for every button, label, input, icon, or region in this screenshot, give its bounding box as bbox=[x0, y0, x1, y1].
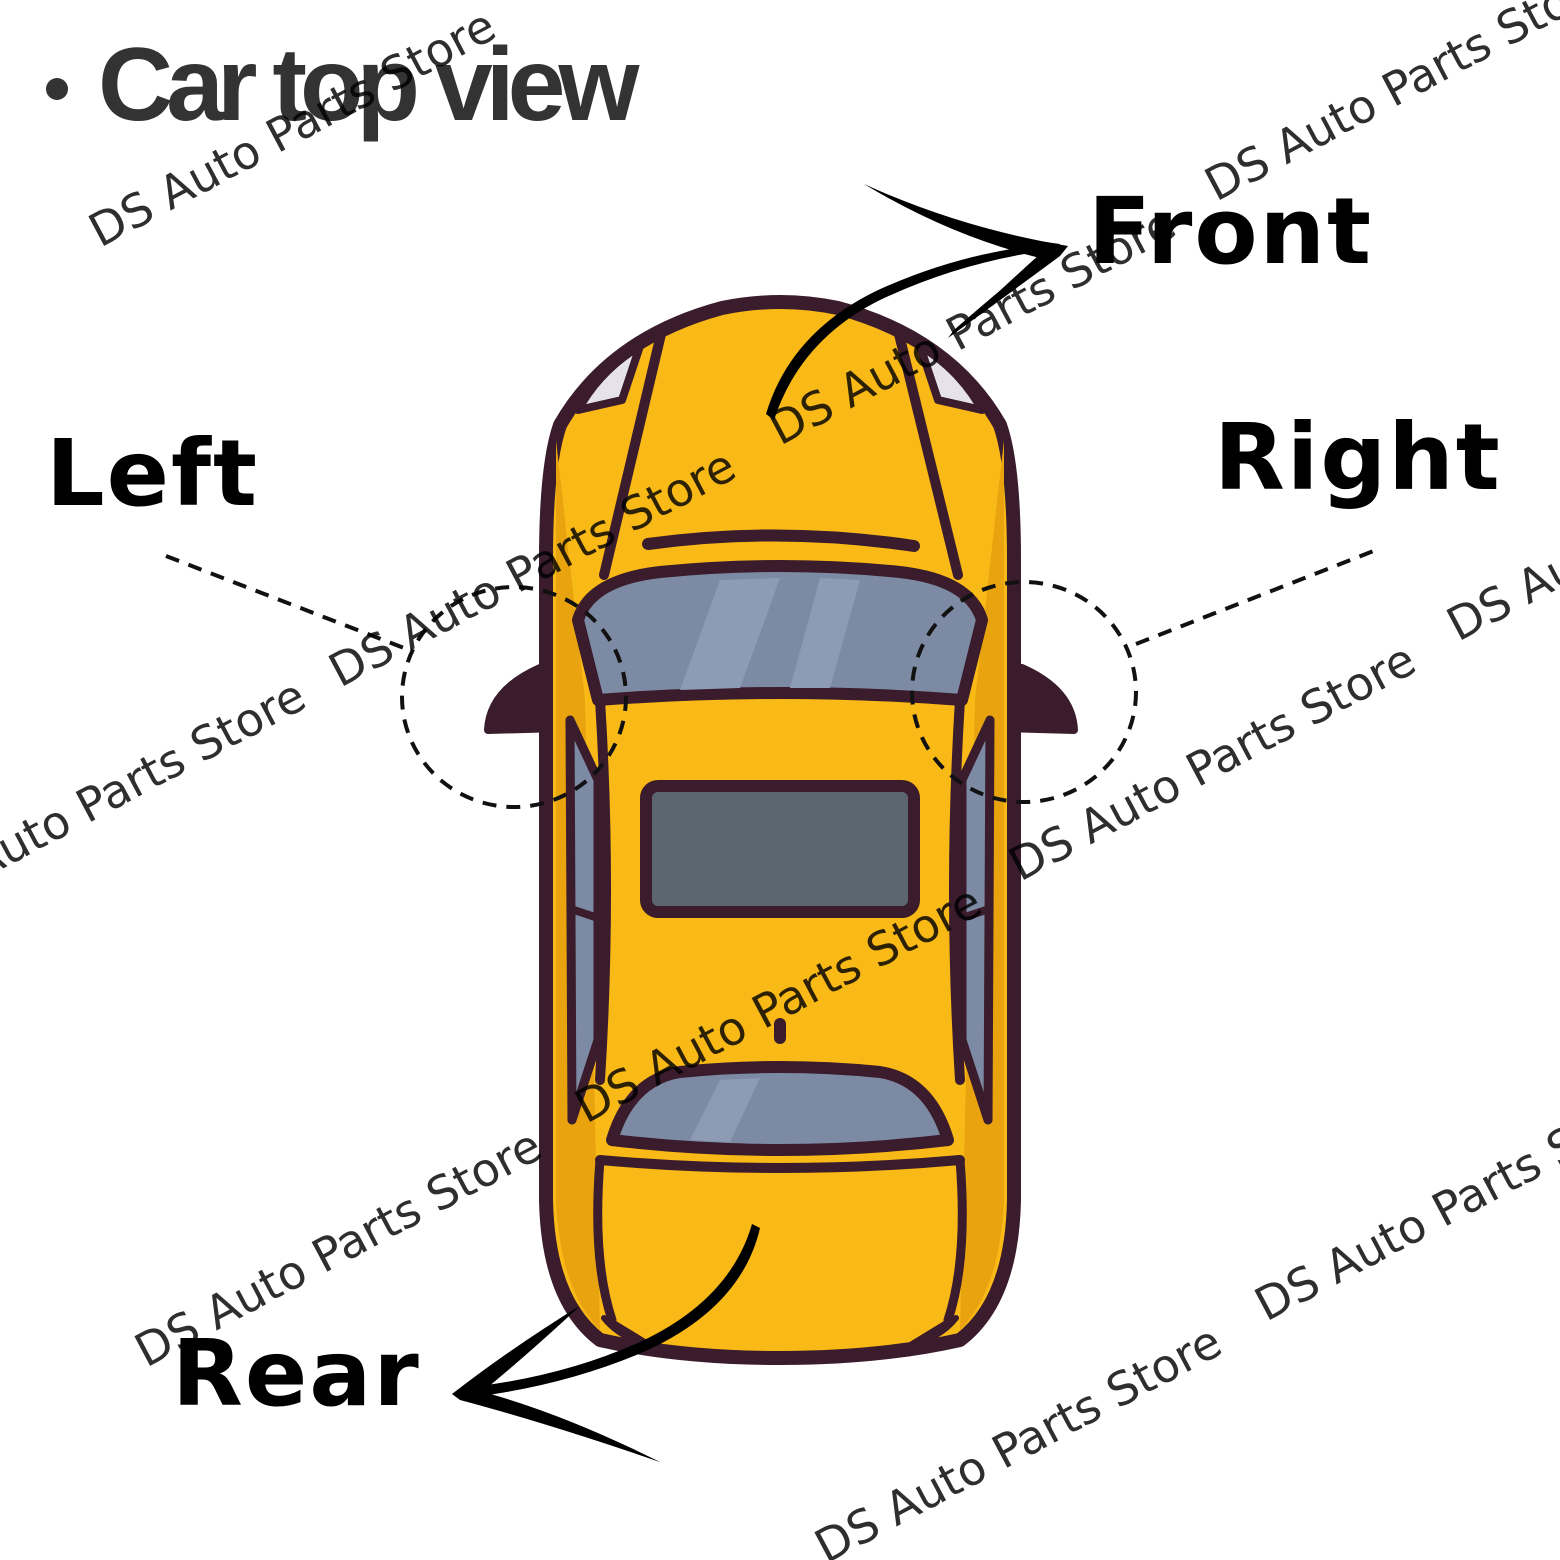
page-title: Car top view bbox=[46, 20, 639, 150]
right-mirror-callout-circle bbox=[910, 580, 1138, 804]
roof-edge-left bbox=[595, 695, 611, 1085]
windshield-reflection-2 bbox=[790, 578, 860, 688]
left-headlight bbox=[574, 342, 644, 414]
windshield bbox=[572, 560, 988, 706]
label-right: Right bbox=[1214, 404, 1502, 511]
hood-line-right bbox=[893, 325, 963, 580]
antenna bbox=[774, 1018, 786, 1044]
rear-window bbox=[606, 1061, 954, 1156]
mirror-callouts bbox=[165, 548, 1377, 809]
hood-line-left bbox=[599, 325, 667, 580]
roof-edge-right bbox=[949, 695, 965, 1085]
trunk-line bbox=[595, 1155, 965, 1173]
left-callout-line bbox=[165, 554, 405, 650]
label-left: Left bbox=[46, 420, 260, 527]
windshield-reflection bbox=[680, 578, 780, 690]
rear-window-reflection bbox=[690, 1078, 760, 1142]
left-window-divider bbox=[570, 906, 602, 922]
left-mirror-callout-circle bbox=[400, 585, 628, 809]
right-callout-line bbox=[1135, 548, 1377, 646]
right-headlight bbox=[916, 342, 986, 414]
right-tail-light bbox=[909, 1315, 959, 1347]
page-title-text: Car top view bbox=[98, 26, 639, 143]
sunroof bbox=[640, 780, 920, 918]
hood-vent bbox=[642, 529, 920, 552]
bullet-dot bbox=[46, 78, 68, 100]
label-front: Front bbox=[1088, 178, 1374, 285]
trunk-left-edge bbox=[593, 1155, 617, 1325]
car-top-view-icon bbox=[484, 295, 1078, 1365]
right-window-divider bbox=[958, 906, 990, 922]
curved-arrow-rear-icon bbox=[452, 1224, 760, 1462]
label-rear: Rear bbox=[172, 1320, 421, 1427]
curved-arrow-front-icon bbox=[766, 184, 1068, 420]
trunk-right-edge bbox=[943, 1155, 967, 1325]
